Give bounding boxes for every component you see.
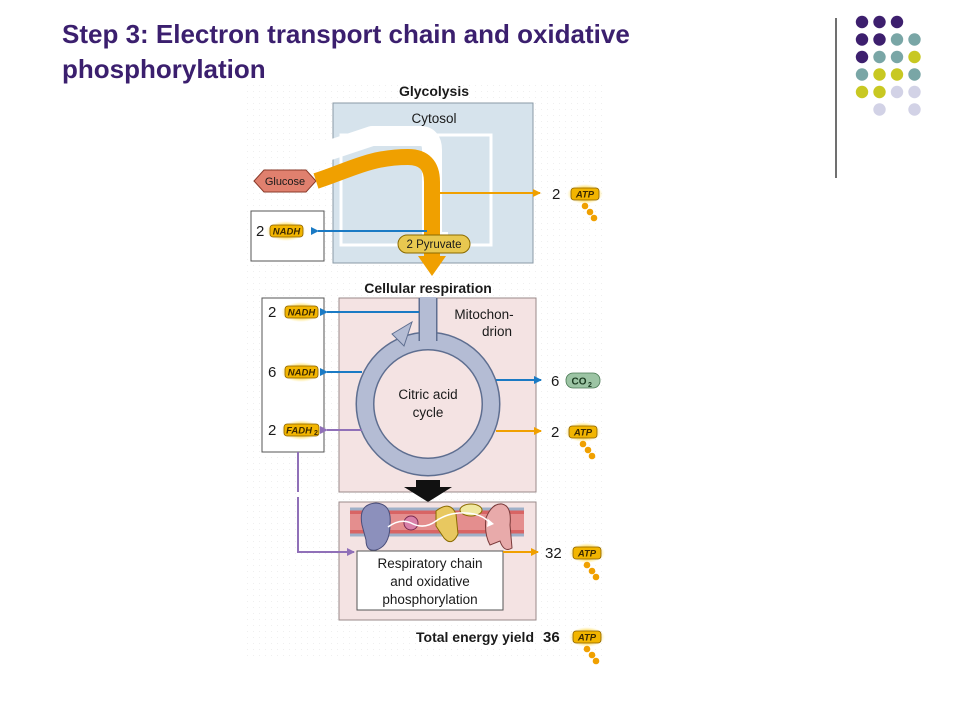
decor-dot (908, 68, 921, 81)
glycolysis-atp-count: 2 (552, 186, 560, 203)
chain-label-1: Respiratory chain (377, 556, 482, 571)
glycolysis-nadh-badge (269, 224, 304, 238)
pyruvate-label: 2 Pyruvate (407, 239, 462, 251)
cycle-label-1: Citric acid (398, 387, 457, 402)
total-energy-label: Total energy yield (416, 629, 534, 645)
total-phosphate-tail (583, 645, 600, 665)
glycolysis-phosphate-tail (581, 202, 598, 222)
slide-title: Step 3: Electron transport chain and oxi… (62, 19, 630, 84)
cycle-direction-arrow (391, 320, 413, 347)
cycle-nadh-b-count: 6 (268, 364, 276, 381)
decor-dot (890, 15, 904, 29)
glycolysis-atp-label: ATP (575, 190, 595, 201)
decor-dot (855, 68, 869, 81)
chain-label-2: and oxidative (390, 574, 470, 589)
glucose-label: Glucose (265, 176, 305, 188)
dot-grid (855, 15, 921, 116)
decor-dot (855, 85, 869, 99)
electron-path-head (487, 519, 494, 527)
total-atp-label: ATP (577, 633, 597, 644)
glycolysis-channel (296, 126, 448, 252)
decor-dot (908, 33, 921, 46)
chain-atp-count: 32 (545, 545, 562, 562)
cycle-atp-badge (568, 425, 598, 439)
cytosol-label: Cytosol (411, 111, 456, 126)
chain-phosphate-tail (583, 561, 600, 581)
decor-dot (908, 85, 921, 99)
decor-dot (873, 103, 886, 116)
decor-dot (873, 85, 886, 99)
to-chain-arrow (404, 480, 452, 502)
total-atp-badge (572, 630, 602, 644)
cycle-nadh-a-count: 2 (268, 304, 276, 321)
cycle-nadh-b-label: NADH (288, 368, 317, 379)
total-energy-count: 36 (543, 629, 560, 646)
complex-i (360, 502, 391, 551)
glycolysis-flow (313, 149, 440, 258)
cycle-fadh2-label: FADH (286, 426, 313, 437)
cycle-phosphate-tail (579, 440, 596, 460)
cycle-atp-count: 2 (551, 424, 559, 441)
respiration-heading: Cellular respiration (364, 280, 492, 296)
decor-dot (890, 33, 904, 46)
cycle-atp-label: ATP (573, 428, 593, 439)
decor-dot (890, 85, 904, 99)
decor-dot (855, 50, 869, 64)
cycle-nadh-a-badge (284, 305, 319, 319)
complex-iii (435, 505, 459, 543)
cycle-label-2: cycle (413, 405, 444, 420)
chain-atp-label: ATP (577, 549, 597, 560)
glycolysis-nadh-count: 2 (256, 223, 264, 240)
cycle-nadh-b-badge (284, 365, 319, 379)
chain-label-3: phosphorylation (382, 592, 477, 607)
mitochondrion-label-1: Mitochon- (454, 307, 513, 322)
cycle-co2-label: CO (572, 377, 587, 388)
decor-dot (855, 33, 869, 46)
cycle-fadh2-count: 2 (268, 422, 276, 439)
electron-path (387, 512, 491, 528)
glycolysis-heading: Glycolysis (399, 83, 469, 99)
decor-dot (873, 15, 886, 29)
cycle-fadh2-badge (283, 423, 320, 437)
complex-iv (485, 503, 513, 550)
chain-label-box (356, 550, 504, 611)
pyruvate-pill (397, 234, 471, 254)
mitochondrion-label-2: drion (482, 324, 512, 339)
decor-dot (873, 68, 886, 81)
decor-dot (908, 50, 921, 64)
decor-dot (873, 33, 886, 46)
decor-dot (890, 68, 904, 81)
cycle-co2-count: 6 (551, 373, 559, 390)
glycolysis-flow-head (418, 256, 446, 276)
cycle-co2-subscript: 2 (588, 382, 592, 389)
cycle-fadh2-subscript: 2 (314, 430, 318, 437)
decor-dot (855, 15, 869, 29)
decor-dot (873, 50, 886, 64)
carrier-to-chain-arrow (297, 497, 355, 556)
cycle-co2-badge (565, 372, 601, 389)
chain-atp-badge (572, 546, 602, 560)
decor-dot (908, 103, 921, 116)
glycolysis-atp-badge (570, 187, 600, 201)
glycolysis-nadh-label: NADH (273, 227, 302, 238)
decor-dot (890, 50, 904, 64)
cycle-nadh-a-label: NADH (288, 308, 317, 319)
